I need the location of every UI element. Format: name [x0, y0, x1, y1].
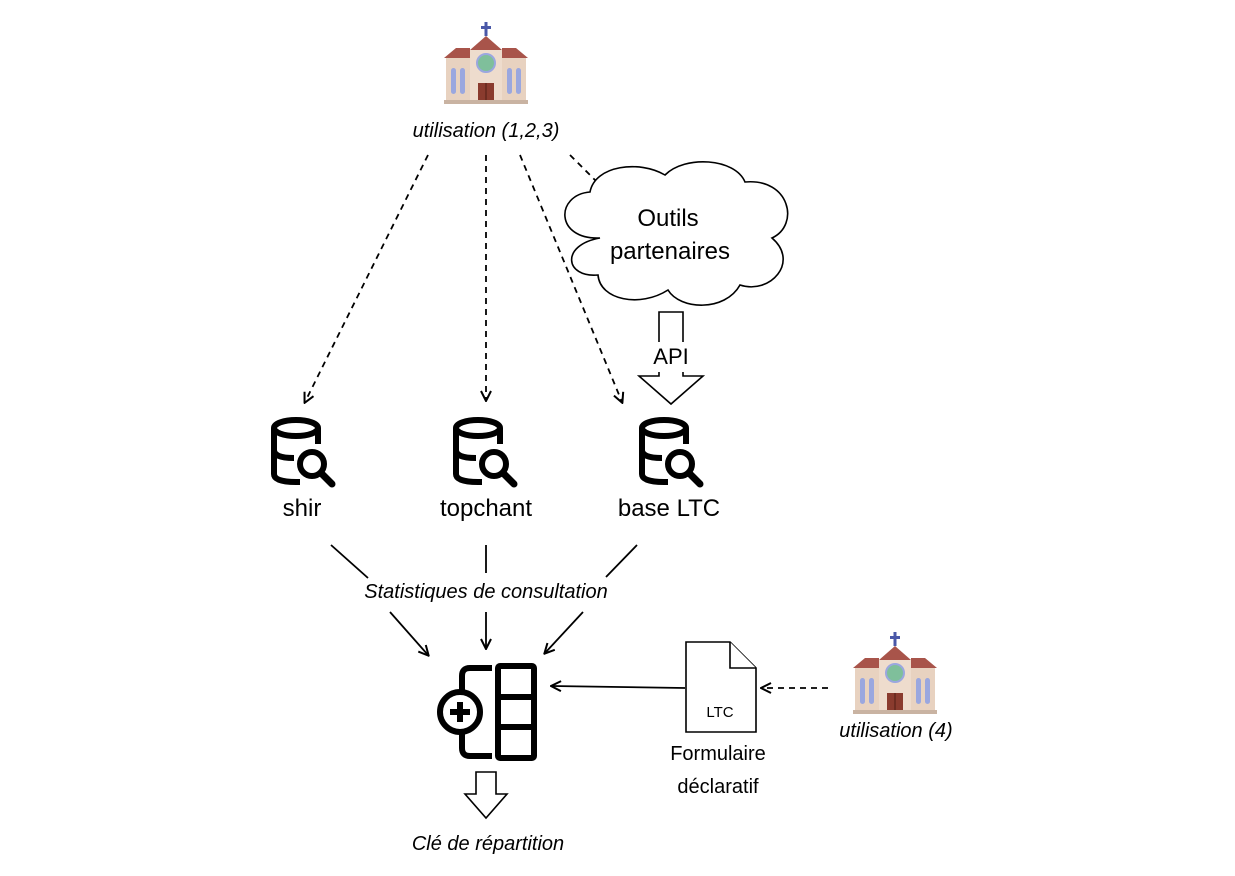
stats-label: Statistiques de consultation	[364, 581, 608, 603]
db-ltc-label: base LTC	[618, 495, 720, 522]
edge-church-to-ltc	[519, 154, 622, 402]
edge-ltc-to-stats	[605, 544, 638, 578]
church-right-icon	[852, 631, 938, 715]
form-label-line2: déclaratif	[677, 776, 759, 798]
edge-stats-right-to-aggregator	[545, 611, 584, 653]
form-label-line1: Formulaire	[670, 743, 766, 765]
cloud-shape	[564, 160, 789, 306]
cloud-label-line2: partenaires	[610, 238, 730, 265]
edge-church-to-cloud	[569, 154, 605, 190]
church-top-icon	[443, 21, 529, 105]
db-topchant-label: topchant	[440, 495, 532, 522]
db-shir-label: shir	[283, 495, 322, 522]
cloud-label-line1: Outils	[637, 205, 698, 232]
db-topchant-icon	[456, 420, 514, 484]
edge-church-to-shir	[305, 154, 429, 402]
edge-stats-left-to-aggregator	[389, 611, 428, 655]
output-block-arrow	[463, 771, 509, 820]
edge-form-to-aggregator	[552, 686, 686, 688]
edge-shir-to-stats	[330, 544, 369, 579]
db-shir-icon	[274, 420, 332, 484]
form-file-label: LTC	[706, 704, 733, 721]
aggregator-add-table-icon	[437, 663, 537, 761]
church-top-label: utilisation (1,2,3)	[413, 120, 560, 142]
api-label: API	[653, 344, 688, 369]
db-ltc-icon	[642, 420, 700, 484]
church-right-label: utilisation (4)	[839, 720, 952, 742]
output-label: Clé de répartition	[412, 833, 564, 855]
